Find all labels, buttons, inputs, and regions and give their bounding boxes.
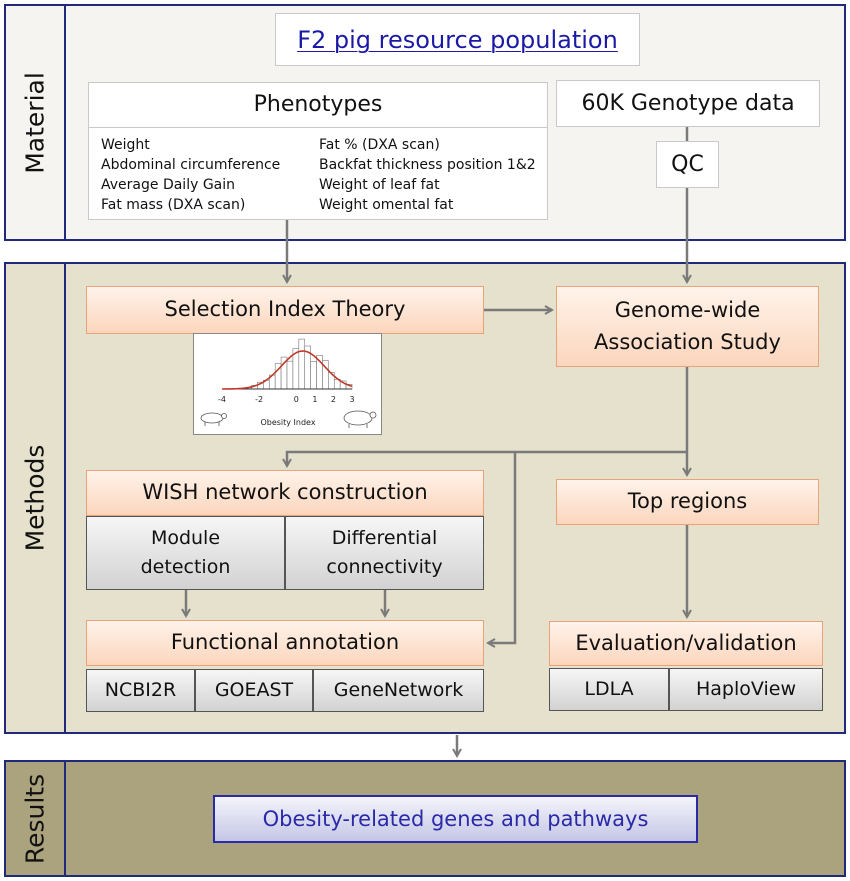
differential-connectivity-line: Differential (331, 526, 438, 549)
top-regions-box: Top regions (556, 479, 819, 525)
genotype-label: 60K Genotype data (581, 91, 795, 116)
histogram-tick-label: -4 (218, 395, 226, 404)
methods-side-label: Methods (6, 264, 66, 732)
evaluation-label: Evaluation/validation (575, 630, 797, 655)
population-title[interactable]: F2 pig resource population (297, 25, 618, 54)
wish-box: WISH network construction (86, 470, 484, 516)
results-side-label: Results (6, 762, 66, 875)
histogram-tick-label: -2 (255, 395, 263, 404)
tool-label: GOEAST (214, 678, 294, 701)
arrow-gwas-to-wish (287, 450, 687, 466)
tool-label: GeneNetwork (333, 678, 464, 701)
phenotypes-box: Phenotypes Weight Abdominal circumferenc… (88, 82, 548, 220)
pig-left-icon (200, 412, 227, 426)
traits-left-column: Weight Abdominal circumference Average D… (101, 135, 280, 215)
trait-item: Weight omental fat (319, 197, 454, 213)
gwas-box: Genome-wide Association Study (556, 286, 819, 367)
selection-index-label: Selection Index Theory (164, 297, 406, 322)
differential-connectivity-line: connectivity (326, 556, 443, 578)
obesity-index-histogram: -4 -2 0 1 2 3 Obesity Index (193, 333, 382, 435)
module-detection-box: Module detection (86, 516, 285, 590)
functional-annotation-box: Functional annotation (86, 620, 484, 666)
trait-item: Backfat thickness position 1&2 (319, 157, 536, 173)
phenotypes-title: Phenotypes (253, 92, 383, 117)
histogram-tick-labels: -4 -2 0 1 2 3 (218, 395, 355, 404)
qc-label: QC (671, 152, 704, 177)
results-output-box: Obesity-related genes and pathways (213, 795, 698, 843)
evaluation-box: Evaluation/validation (549, 621, 823, 666)
histogram-density-curve (222, 350, 353, 390)
trait-item: Abdominal circumference (101, 157, 281, 173)
material-side-label: Material (6, 6, 66, 239)
tool-ldla-box: LDLA (549, 668, 669, 711)
results-output-label: Obesity-related genes and pathways (262, 807, 649, 831)
wish-label: WISH network construction (142, 480, 428, 505)
arrow-gwas-to-functional (488, 452, 517, 643)
histogram-tick-label: 1 (312, 395, 317, 404)
trait-item: Average Daily Gain (101, 177, 236, 193)
top-regions-label: Top regions (627, 489, 748, 514)
differential-connectivity-box: Differential connectivity (285, 516, 484, 590)
tool-label: HaploView (696, 677, 796, 700)
tool-goeast-box: GOEAST (195, 669, 313, 712)
histogram-tick-label: 3 (349, 395, 354, 404)
histogram-tick-label: 2 (331, 395, 336, 404)
gwas-label-line: Association Study (594, 329, 781, 354)
trait-item: Fat % (DXA scan) (319, 137, 440, 153)
tool-genenetwork-box: GeneNetwork (313, 669, 484, 712)
histogram-bars (221, 338, 353, 390)
functional-annotation-label: Functional annotation (170, 630, 400, 655)
tool-haploview-box: HaploView (669, 668, 823, 711)
gwas-label-line: Genome-wide (614, 298, 761, 322)
genotype-box: 60K Genotype data (556, 80, 820, 127)
histogram-svg: -4 -2 0 1 2 3 Obesity Index (200, 338, 377, 428)
tool-label: NCBI2R (104, 678, 177, 701)
module-detection-line: detection (140, 556, 231, 578)
trait-item: Weight of leaf fat (319, 177, 440, 193)
population-title-box: F2 pig resource population (275, 13, 640, 66)
tool-label: LDLA (584, 677, 634, 700)
qc-box: QC (656, 141, 719, 188)
pig-right-icon (343, 410, 377, 428)
phenotypes-divider (89, 127, 547, 128)
histogram-tick-label: 0 (294, 395, 299, 404)
histogram-xlabel: Obesity Index (260, 418, 315, 427)
traits-right-column: Fat % (DXA scan) Backfat thickness posit… (319, 135, 536, 215)
tool-ncbi2r-box: NCBI2R (86, 669, 195, 712)
trait-item: Fat mass (DXA scan) (101, 197, 246, 213)
module-detection-line: Module (150, 526, 221, 549)
trait-item: Weight (101, 137, 150, 153)
